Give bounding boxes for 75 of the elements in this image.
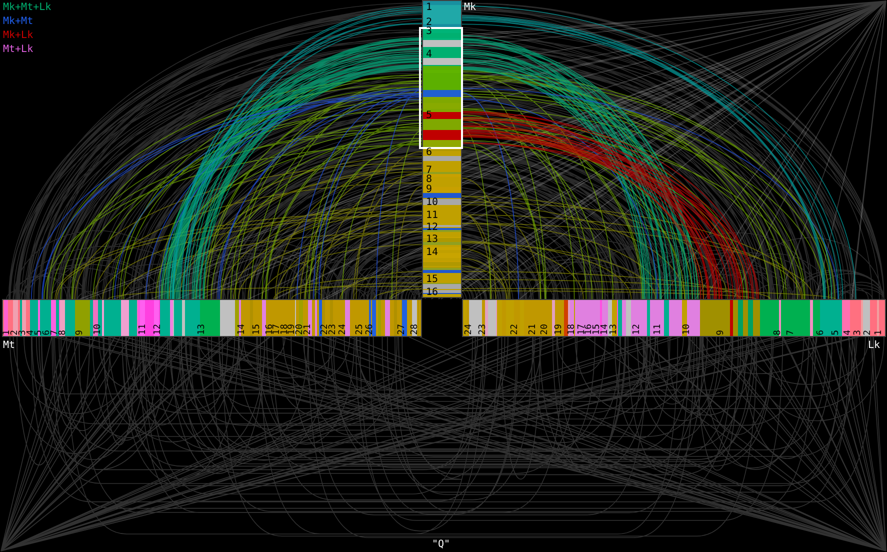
chromosome-number: 3: [854, 330, 862, 335]
chromosome-number: 24: [340, 324, 346, 335]
chromosome-number: 3: [426, 26, 432, 36]
chromosome-number: 10: [94, 324, 102, 335]
chromosome-number: 1: [876, 330, 882, 335]
chromosome-number: 20: [542, 324, 548, 335]
genome-label: Lk: [868, 340, 880, 351]
chromosome-number: 28: [412, 324, 418, 335]
chromosome-number: 23: [480, 324, 486, 335]
chromosome-number: 4: [426, 50, 432, 58]
chromosome-number: 19: [556, 324, 562, 335]
chromosome-number: 22: [322, 324, 328, 335]
legend-entry: Mk+Mt: [3, 16, 34, 27]
genome-label: Mt: [3, 340, 16, 351]
chromosome-number: 5: [36, 330, 42, 335]
chromosome-number: 12: [426, 222, 438, 232]
chromosome-number: 15: [254, 324, 260, 335]
chromosome-number: 9: [718, 330, 724, 335]
chromosome-number: 21: [304, 324, 312, 335]
chromosome-number: 2: [12, 330, 18, 335]
chromosome-number: 2: [426, 18, 432, 26]
chromosome-number: 11: [426, 210, 438, 220]
chromosome-number: 23: [330, 324, 336, 335]
chromosome-number: 25: [356, 324, 364, 335]
chromosome-number: 6: [818, 330, 824, 335]
chromosome-number: 4: [28, 330, 34, 335]
chromosome-number: 21: [530, 324, 536, 335]
chromosome-number: 10: [684, 324, 690, 335]
chromosome-number: 20: [296, 324, 304, 335]
chromosome-number: 11: [140, 324, 146, 335]
chromosome-number: 1: [426, 2, 432, 12]
chromosome-number: 18: [282, 324, 288, 335]
chromosome-number: 26: [366, 324, 374, 335]
chromosome-number: 2: [864, 330, 872, 335]
legend-entry: Mk+Lk: [3, 30, 34, 41]
chromosome-number: 9: [426, 184, 432, 194]
chromosome-number: 11: [654, 324, 662, 335]
chromosome-number: 7: [788, 330, 794, 335]
chromosome-number: 8: [426, 174, 432, 184]
chromosome-number: 19: [288, 324, 296, 335]
chromosome-number: 27: [398, 324, 406, 335]
chromosome-number: 12: [634, 324, 640, 335]
chromosome-number: 15: [594, 324, 600, 335]
chromosome-number: 16: [266, 324, 274, 335]
chromosome-number: 13: [610, 324, 618, 335]
chromosome-number: 24: [466, 324, 472, 335]
chromosome-number: 7: [52, 330, 58, 335]
chromosome-number: 16: [586, 324, 592, 335]
legend-entry: Mk+Mt+Lk: [3, 2, 52, 13]
chromosome-number: 22: [512, 324, 518, 335]
chromosome-number: 14: [426, 248, 438, 256]
chromosome-number: 14: [602, 324, 608, 335]
chromosome-number: 15: [426, 274, 438, 284]
chromosome-number: 13: [198, 324, 206, 335]
chromosome-number: 8: [60, 330, 66, 335]
chromosome-number: 6: [426, 148, 432, 156]
chromosome-number: 9: [76, 330, 84, 335]
genome-label: Mk: [464, 2, 476, 13]
chromosome-number: 17: [578, 324, 586, 335]
chromosome-number: 8: [774, 330, 782, 335]
legend-entry: Mt+Lk: [3, 44, 34, 55]
chromosome-number: 1: [4, 330, 10, 335]
chromosome-number: 5: [426, 110, 432, 120]
chromosome-number: 13: [426, 234, 438, 244]
chromosome-number: 17: [274, 324, 280, 335]
chromosome-number: 12: [154, 324, 162, 335]
chromosome-number: 7: [426, 166, 432, 174]
chromosome-number: 3: [20, 330, 26, 335]
chromosome-number: 14: [238, 324, 246, 335]
plot-label: "Q": [432, 539, 450, 550]
chromosome-number: 18: [568, 324, 576, 335]
chromosome-number: 6: [44, 330, 50, 335]
chromosome-number: 4: [844, 330, 852, 335]
chromosome-number: 10: [426, 198, 438, 206]
chromosome-number: 5: [832, 330, 840, 335]
